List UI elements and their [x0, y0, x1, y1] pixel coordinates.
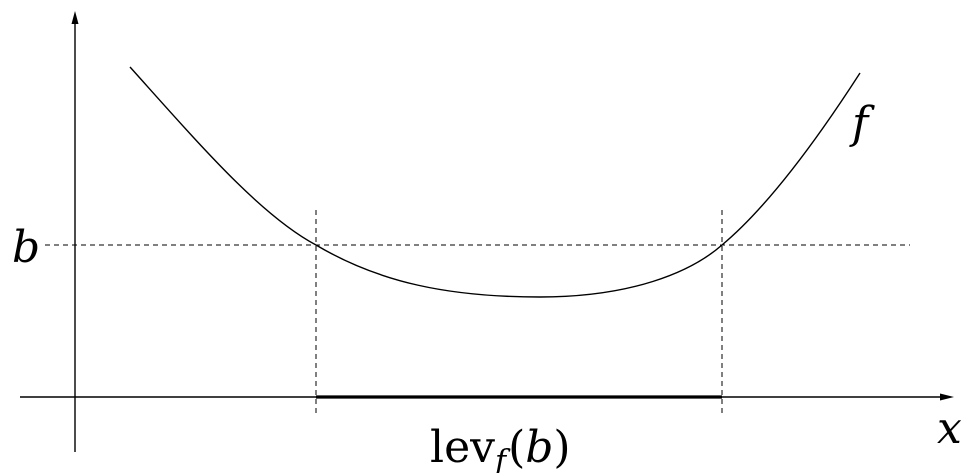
set-argument: b	[525, 422, 553, 473]
axes	[20, 11, 954, 452]
function-curve	[129, 66, 861, 298]
level-label: b	[12, 222, 40, 273]
sublevel-set-label: levf(b)	[430, 422, 571, 473]
function-label: f	[849, 98, 875, 149]
set-name: lev	[430, 422, 495, 473]
x-axis-arrowhead	[940, 393, 954, 401]
set-open-paren: (	[508, 422, 525, 473]
guide-lines	[45, 210, 910, 415]
set-close-paren: )	[553, 422, 570, 473]
y-axis-arrowhead	[71, 11, 79, 24]
x-axis-label: x	[937, 403, 962, 454]
